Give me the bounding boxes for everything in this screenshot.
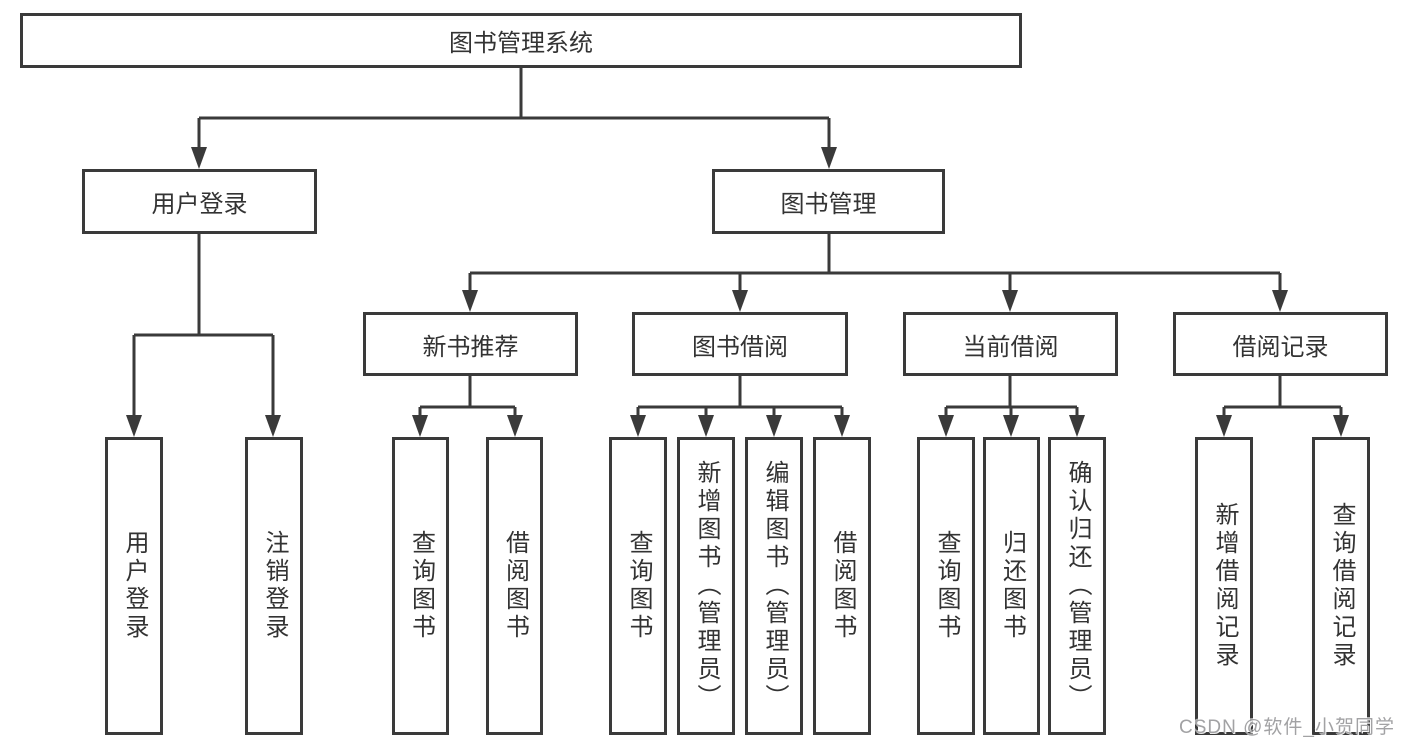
csdn-watermark: CSDN @软件_小贺同学 xyxy=(1179,717,1395,738)
node-label: 注销登录 xyxy=(261,530,288,642)
node-label: 新书推荐 xyxy=(422,333,519,361)
node-label: 确认归还（管理员） xyxy=(1064,460,1091,712)
node-label: 查询图书 xyxy=(407,530,435,642)
node-label: 查询图书 xyxy=(933,530,960,642)
arrowheads xyxy=(126,147,1349,437)
node-label: 图书管理系统 xyxy=(449,30,593,57)
node-label: 用户登录 xyxy=(151,191,248,218)
leaf-confirm-return-admin: 确认归还（管理员） xyxy=(1048,437,1106,735)
node-label: 图书借阅 xyxy=(692,333,788,361)
node-borrowing-records: 借阅记录 xyxy=(1173,312,1388,376)
node-label: 图书管理 xyxy=(780,191,877,218)
node-label: 借阅图书 xyxy=(829,530,856,642)
leaf-logout-login: 注销登录 xyxy=(245,437,303,735)
leaf-user-login: 用户登录 xyxy=(105,437,163,735)
node-label: 新增图书（管理员） xyxy=(693,460,720,712)
node-label: 归还图书 xyxy=(998,530,1026,642)
leaf-query-borrow-record: 查询借阅记录 xyxy=(1312,437,1370,735)
node-label: 编辑图书（管理员） xyxy=(761,460,788,712)
node-book-borrowing: 图书借阅 xyxy=(632,312,848,376)
node-label: 借阅图书 xyxy=(501,530,529,642)
node-new-book-recommendation: 新书推荐 xyxy=(363,312,578,376)
leaf-add-borrow-record: 新增借阅记录 xyxy=(1195,437,1253,735)
node-label: 当前借阅 xyxy=(962,333,1059,361)
leaf-borrow-books: 借阅图书 xyxy=(813,437,871,735)
node-current-borrowing: 当前借阅 xyxy=(903,312,1118,376)
leaf-query-books-current: 查询图书 xyxy=(917,437,975,735)
node-library-management-system: 图书管理系统 xyxy=(20,13,1022,68)
leaf-query-books-borrow: 查询图书 xyxy=(609,437,667,735)
node-label: 用户登录 xyxy=(121,530,148,642)
leaf-edit-books-admin: 编辑图书（管理员） xyxy=(745,437,803,735)
node-label: 借阅记录 xyxy=(1232,333,1329,361)
leaf-add-books-admin: 新增图书（管理员） xyxy=(677,437,735,735)
node-label: 查询借阅记录 xyxy=(1328,502,1355,670)
leaf-query-books-recommend: 查询图书 xyxy=(392,437,449,735)
node-label: 新增借阅记录 xyxy=(1211,502,1238,670)
leaf-return-books: 归还图书 xyxy=(983,437,1040,735)
leaf-borrow-books-recommend: 借阅图书 xyxy=(486,437,543,735)
node-book-management: 图书管理 xyxy=(712,169,945,234)
node-user-login: 用户登录 xyxy=(82,169,317,234)
node-label: 查询图书 xyxy=(625,530,652,642)
